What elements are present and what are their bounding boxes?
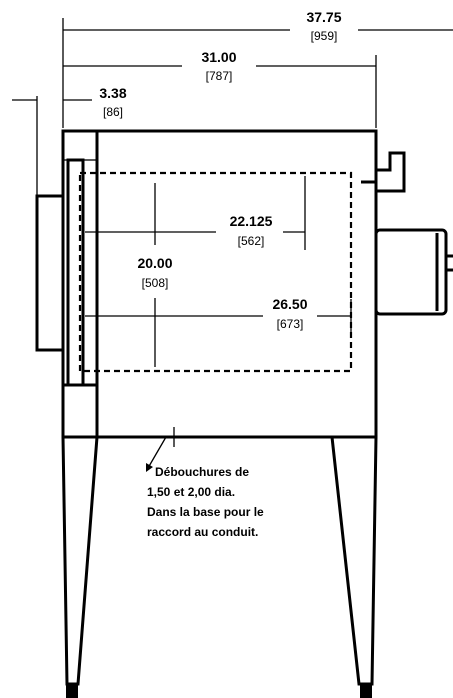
note-line-4: raccord au conduit. bbox=[147, 525, 258, 539]
knockout-leader bbox=[146, 427, 175, 472]
inner-width-metric: [673] bbox=[277, 317, 304, 331]
body-width-value: 31.00 bbox=[201, 49, 236, 65]
inner-depth-metric: [562] bbox=[238, 234, 265, 248]
body-width-metric: [787] bbox=[206, 69, 233, 83]
oven-cabinet bbox=[61, 129, 378, 439]
dimension-inner-height: 20.00 [508] bbox=[137, 183, 173, 367]
door-offset-value: 3.38 bbox=[99, 85, 126, 101]
stand-legs bbox=[61, 435, 378, 698]
dimension-overall-width: 37.75 [959] bbox=[62, 9, 453, 128]
oven-door bbox=[35, 158, 85, 387]
dimension-door-offset: 3.38 [86] bbox=[12, 85, 127, 196]
dimension-body-width: 31.00 [787] bbox=[63, 49, 377, 128]
inner-width-value: 26.50 bbox=[272, 296, 307, 312]
overall-width-metric: [959] bbox=[311, 29, 338, 43]
door-offset-metric: [86] bbox=[103, 105, 123, 119]
inner-depth-value: 22.125 bbox=[230, 213, 273, 229]
note-line-1: Débouchures de bbox=[155, 465, 249, 479]
inner-height-value: 20.00 bbox=[137, 255, 172, 271]
knockout-note: Débouchures de 1,50 et 2,00 dia. Dans la… bbox=[147, 465, 264, 539]
inner-cavity-outline bbox=[78, 171, 353, 373]
dimension-inner-depth: 22.125 [562] bbox=[85, 176, 306, 250]
side-handle bbox=[361, 151, 406, 193]
dimension-inner-width: 26.50 [673] bbox=[85, 296, 352, 333]
inner-height-metric: [508] bbox=[142, 276, 169, 290]
overall-width-value: 37.75 bbox=[306, 9, 341, 25]
note-line-2: 1,50 et 2,00 dia. bbox=[147, 485, 235, 499]
note-line-3: Dans la base pour le bbox=[147, 505, 264, 519]
motor bbox=[374, 228, 453, 316]
